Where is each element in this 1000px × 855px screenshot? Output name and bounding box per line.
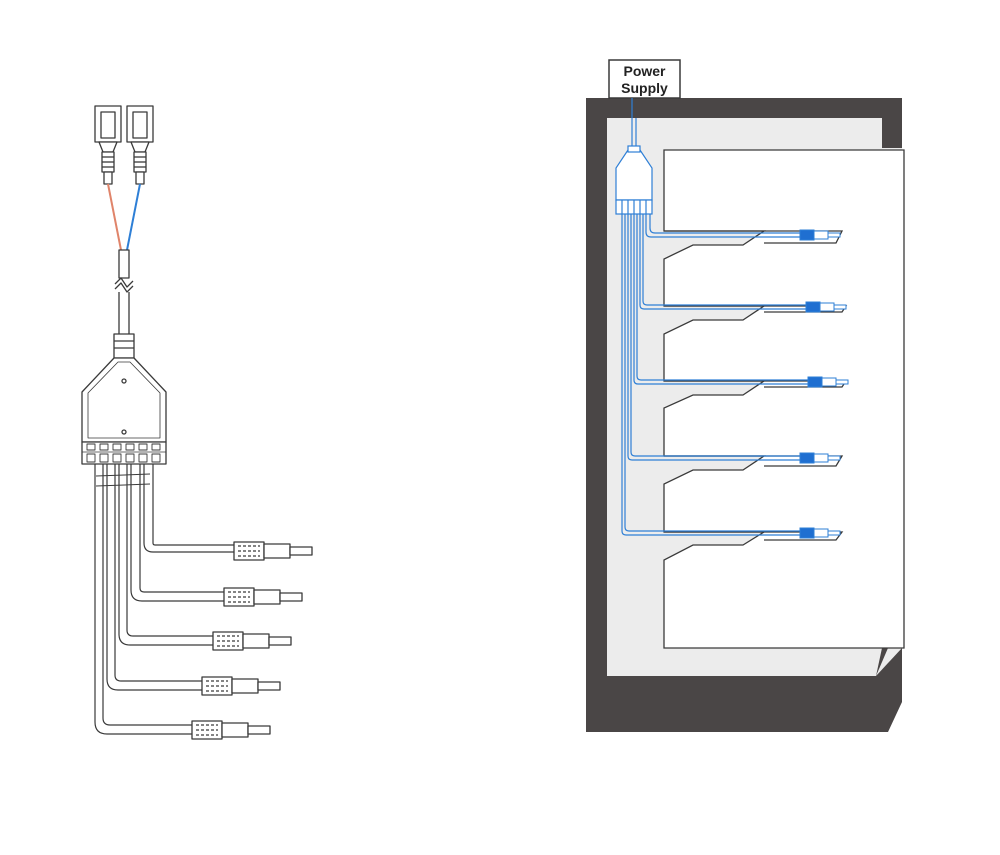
display-cabinet: Power Supply [586,59,905,732]
shelf-connector-4 [799,452,841,464]
blue-input-wire [126,183,141,251]
input-terminal-left [94,105,122,185]
shelf-connector-1 [799,229,841,241]
splitter-port-strip [81,441,167,465]
splitter-ports [86,443,161,463]
cable-break-mark [114,277,134,288]
output-connector-5 [191,720,271,740]
output-cables [94,464,234,735]
shelf-connector-3 [807,376,849,388]
shelf-profile [663,149,905,649]
power-supply-label-line2: Supply [621,80,668,96]
output-connector-2 [223,587,303,607]
output-connector-1 [233,541,313,561]
output-connector-4 [201,676,281,696]
shelf-connector-2 [805,301,847,313]
shelf-connector-5 [799,527,841,539]
splitter-screw-top [121,378,127,384]
power-supply-label-line1: Power [623,63,666,79]
red-input-wire [107,183,122,251]
output-connector-3 [212,631,292,651]
power-supply-box: Power Supply [608,59,681,99]
input-cable-jacket [118,249,130,279]
input-terminal-right [126,105,154,185]
shelf-connectors [799,229,849,539]
cabinet-wiring [615,98,808,536]
splitter-gland [113,333,135,359]
cable-harness [81,105,313,740]
splitter-screw-bottom [121,429,127,435]
